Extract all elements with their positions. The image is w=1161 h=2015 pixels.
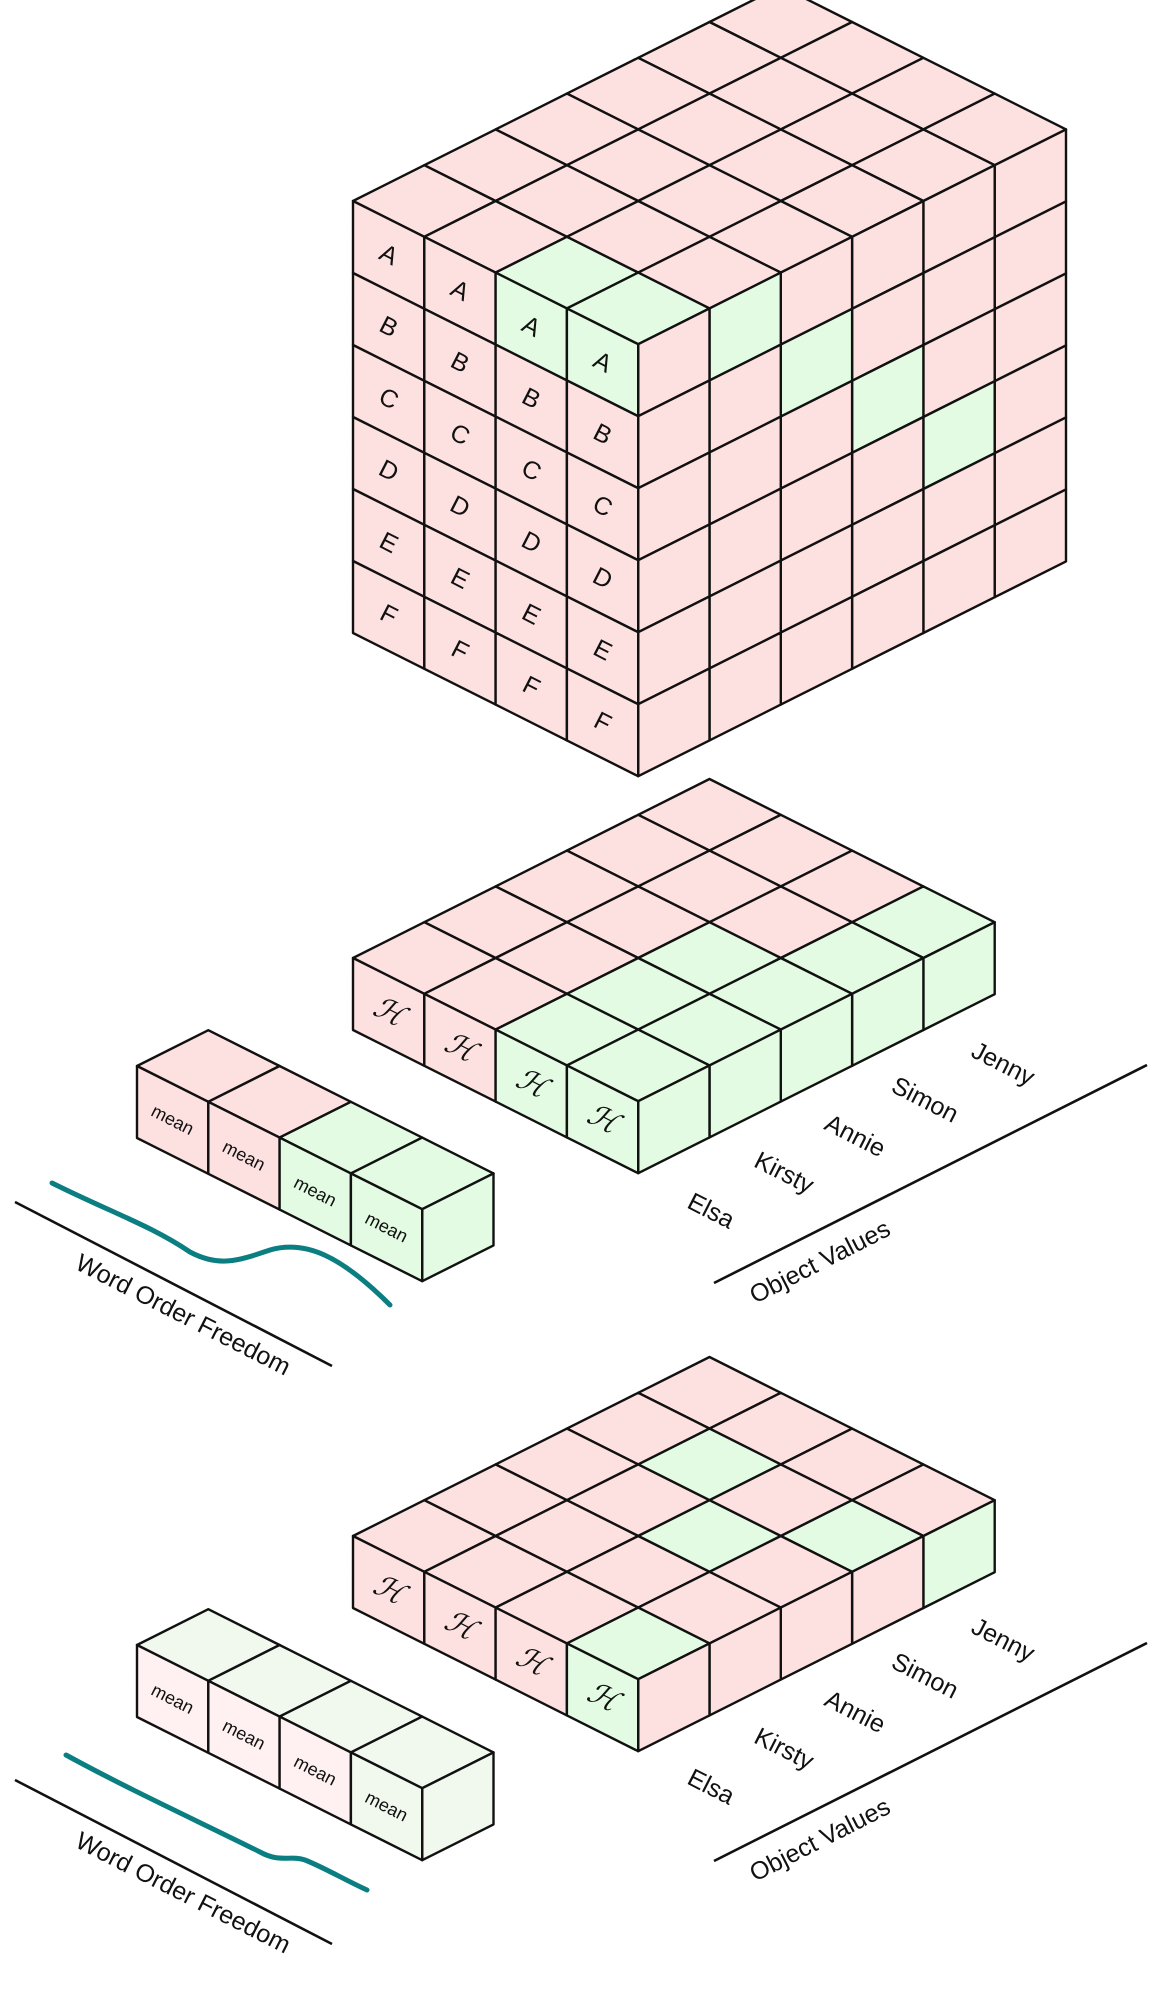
object-axis-line-2 (713, 1641, 1148, 1863)
name-elsa: Elsa (683, 1187, 739, 1234)
slab-front-cell (565, 1064, 640, 1175)
mean-front-cell (349, 1751, 424, 1862)
word-order-axis-line-1 (14, 1200, 333, 1368)
name-annie: Annie (820, 1685, 890, 1739)
mean-front-cell (349, 1172, 424, 1283)
name-kirsty: Kirsty (750, 1722, 819, 1776)
name-jenny: Jenny (967, 1612, 1040, 1667)
name-simon: Simon (887, 1647, 963, 1704)
trend-curve-2 (63, 1752, 370, 1893)
name-annie: Annie (820, 1109, 890, 1163)
name-simon: Simon (887, 1071, 963, 1128)
cube-front-cell (565, 667, 640, 778)
trend-curve-1 (49, 1180, 393, 1308)
object-axis-line-1 (713, 1063, 1148, 1285)
word-order-axis-line-2 (14, 1778, 333, 1946)
slab-front-cell (565, 1642, 640, 1753)
name-kirsty: Kirsty (750, 1146, 819, 1200)
word-order-label-2: Word Order Freedom (71, 1827, 295, 1960)
name-jenny: Jenny (967, 1036, 1040, 1091)
word-order-label-1: Word Order Freedom (71, 1249, 295, 1382)
name-elsa: Elsa (683, 1763, 739, 1810)
